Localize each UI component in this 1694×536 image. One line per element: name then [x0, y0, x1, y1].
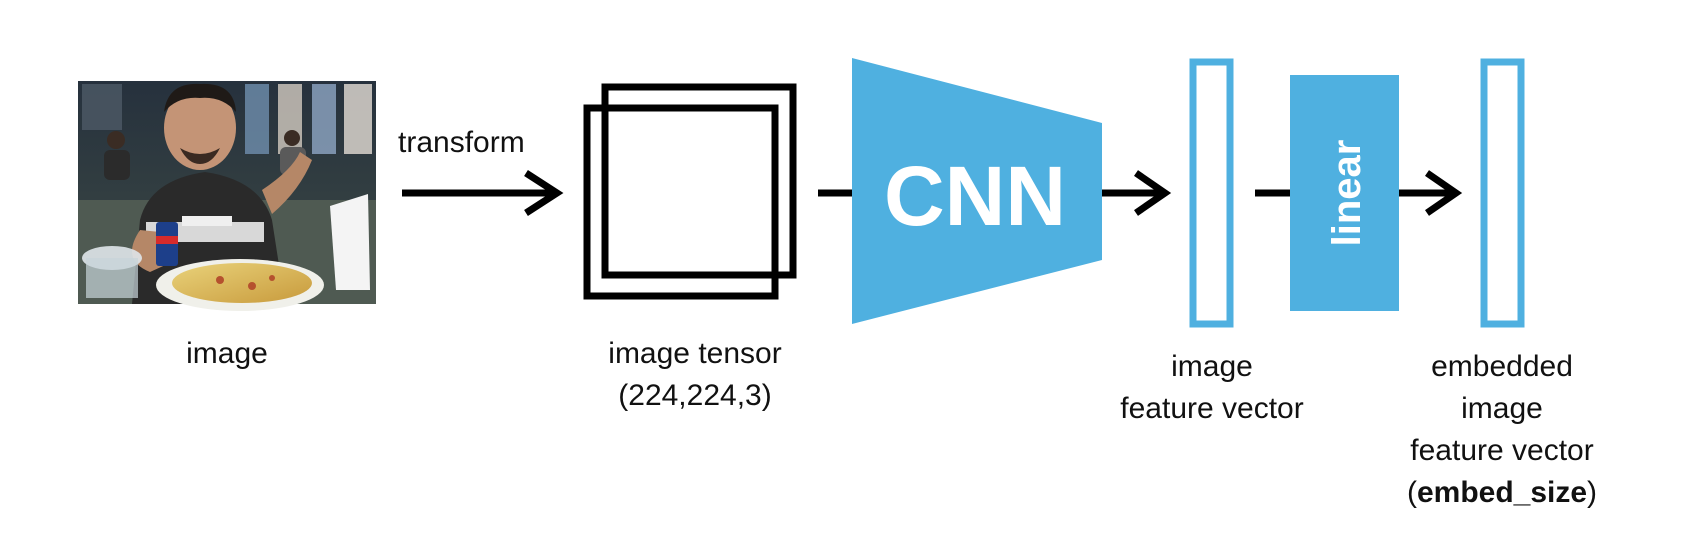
- cnn-block: CNN: [852, 58, 1102, 324]
- linear-label: linear: [1325, 140, 1369, 247]
- embed-size-label: (embed_size): [1406, 476, 1598, 509]
- feature-vector-label: image feature vector: [1120, 350, 1304, 425]
- input-photo: [78, 81, 376, 311]
- cnn-to-feature-arrow: [1102, 170, 1172, 216]
- linear-block: linear: [1290, 75, 1399, 311]
- linear-to-embedded-arrow: [1399, 170, 1463, 216]
- transform-arrow: [402, 170, 564, 216]
- transform-label: transform: [398, 126, 525, 159]
- tensor-label: image tensor (224,224,3): [575, 333, 815, 417]
- tensor-label-shape: (224,224,3): [618, 379, 772, 412]
- embedded-vector-label: embedded image feature vector (embed_siz…: [1372, 346, 1632, 514]
- tensor-label-name: image tensor: [608, 337, 782, 370]
- cnn-label: CNN: [884, 149, 1066, 243]
- image-tensor-icon: [583, 83, 797, 300]
- embedded-vector-bar: [1480, 58, 1525, 328]
- image-label: image: [186, 337, 268, 370]
- feature-vector-bar: [1189, 58, 1234, 328]
